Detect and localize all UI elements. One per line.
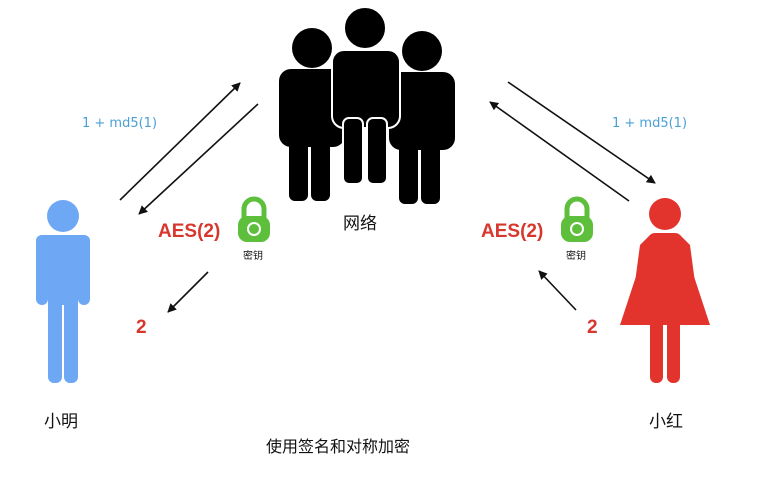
right-signature-label: 1 + md5(1)	[612, 116, 688, 131]
arrow-network-to-left	[138, 103, 259, 215]
lock-icon	[238, 196, 270, 242]
left-key-label: 密钥	[243, 251, 263, 262]
network-label: 网络	[343, 214, 377, 234]
network-people-icon	[279, 6, 455, 204]
network-person-left	[279, 28, 345, 201]
diagram-caption: 使用签名和对称加密	[266, 437, 411, 456]
left-person-name: 小明	[44, 412, 78, 432]
left-result-label: 2	[136, 317, 147, 338]
arrow-left-decrypt	[167, 271, 209, 313]
lock-icon	[561, 196, 593, 242]
arrow-right-encrypt	[538, 270, 577, 311]
left-cipher-label: AES(2)	[158, 221, 221, 242]
right-key-label: 密钥	[566, 251, 586, 262]
arrow-left-to-network	[119, 82, 241, 201]
right-cipher-label: AES(2)	[481, 221, 544, 242]
right-person-name: 小红	[649, 412, 683, 432]
network-person-right	[389, 31, 455, 204]
right-original-label: 2	[587, 317, 598, 338]
network-person-center	[331, 6, 401, 185]
left-signature-label: 1 + md5(1)	[82, 116, 158, 131]
female-person-icon	[620, 198, 710, 383]
arrow-network-to-right	[507, 81, 656, 184]
arrow-right-to-network	[489, 101, 630, 202]
male-person-icon	[36, 200, 90, 383]
